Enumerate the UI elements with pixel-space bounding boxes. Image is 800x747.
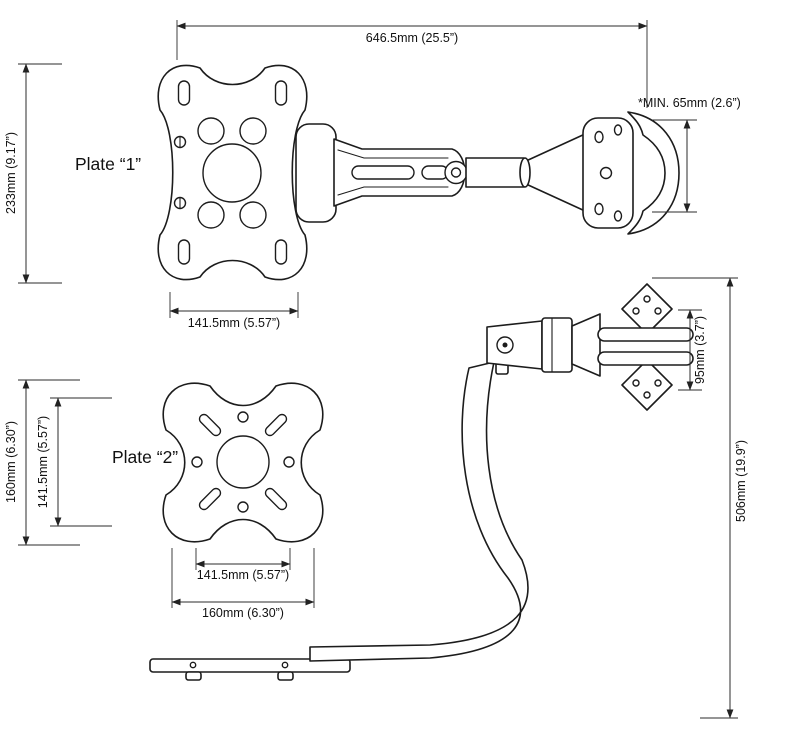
clamp-cone [525,133,586,212]
mounting-hole [654,379,662,387]
vesa-head [295,123,337,223]
dim-text-plate2-inner-h: 141.5mm (5.57”) [197,568,289,582]
dim-column-height: 506mm (19.9”) [652,277,748,719]
base-bolt [281,661,289,669]
mounting-hole [191,456,203,468]
dim-text-bracket-span: 95mm (3.7”) [693,316,707,384]
plate-2 [162,382,324,543]
mounting-slot [177,239,191,265]
dim-text-plate1-width: 141.5mm (5.57”) [188,316,280,330]
dim-text-plate2-outer-h: 160mm (6.30”) [202,606,284,620]
mounting-hole [613,124,623,136]
arm-detail-lines [337,149,449,196]
cylinder-cap [519,157,531,188]
clamp-body [541,317,573,373]
dim-text-column-height: 506mm (19.9”) [734,440,748,522]
mounting-hole [643,295,651,303]
mounting-hole [643,391,651,399]
clamp-rail-top [597,327,694,342]
mounting-hole [197,117,225,145]
arm-slot [421,165,449,180]
plate-2-label: Plate “2” [112,447,178,467]
mounting-hole [632,379,640,387]
mounting-hole [237,411,249,423]
mounting-hole [654,307,662,315]
base-bolt [189,661,197,669]
dim-text-clamp-min: *MIN. 65mm (2.6”) [638,96,741,110]
dim-text-arm-length: 646.5mm (25.5”) [366,31,458,45]
dim-text-plate2-inner-v: 141.5mm (5.57”) [36,416,50,508]
clamp-hook [627,111,680,235]
plate-1 [157,64,308,281]
dim-plate2-inner-horizontal: 141.5mm (5.57”) [195,548,291,582]
dim-text-plate2-outer-v: 160mm (6.30”) [4,421,18,503]
mounting-slot [264,487,288,511]
mounting-slot [198,487,222,511]
dim-plate2-outer-vertical: 160mm (6.30”) [4,379,80,546]
arm-pivot-center [450,167,462,178]
mounting-hole [632,307,640,315]
mounting-slot [274,239,288,265]
plate-1-label: Plate “1” [75,154,141,174]
side-view-column [149,283,694,681]
dim-plate2-outer-horizontal: 160mm (6.30”) [171,548,315,620]
mounting-hole [197,201,225,229]
mounting-hole [594,202,604,216]
pivot-center [502,342,508,348]
clamp-cone-side [571,313,601,377]
mounting-hole [237,501,249,513]
mounting-hole [239,117,267,145]
mounting-hole [613,210,623,222]
dim-arm-length: 646.5mm (25.5”) [176,20,648,108]
top-view-arm-assembly [157,64,680,281]
dim-plate2-inner-vertical: 141.5mm (5.57”) [36,397,112,527]
curved-arm [309,361,529,662]
base-foot [277,671,294,681]
arm-head [486,320,543,370]
dim-text-plate1-height: 233mm (9.17”) [4,132,18,214]
arm-cylinder [465,157,525,188]
mounting-hole [239,201,267,229]
mounting-hole [283,456,295,468]
dim-bracket-span: 95mm (3.7”) [678,309,707,391]
dim-plate1-width: 141.5mm (5.57”) [169,292,299,330]
dim-plate1-height: 233mm (9.17”) [4,63,62,284]
mounting-slot [274,80,288,106]
arm-slot [351,165,415,180]
center-hole [216,435,270,489]
base-foot [185,671,202,681]
mounting-hole [594,130,604,144]
mounting-slot [177,80,191,106]
center-hole [202,143,262,203]
mounting-slot [264,413,288,437]
bracket-plate-top [621,283,673,335]
clamp-rail-bottom [597,351,694,366]
bracket-plate-bottom [621,359,673,411]
mounting-hole [599,166,613,180]
base-plate [149,658,351,673]
dim-clamp-min: *MIN. 65mm (2.6”) [638,96,741,213]
